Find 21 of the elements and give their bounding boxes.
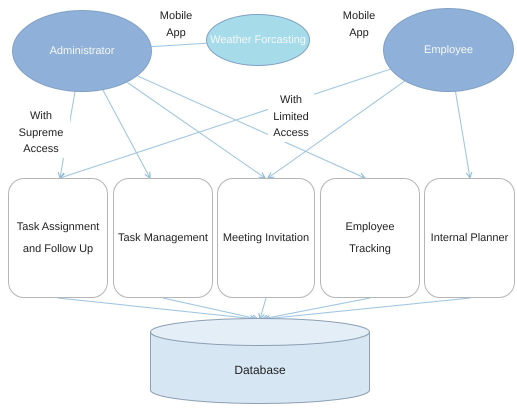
node-text: Employee Tracking <box>344 220 396 257</box>
module-box <box>8 178 108 298</box>
node-text: Task Management <box>118 231 208 246</box>
arrow <box>102 90 151 179</box>
node-text: Administrator <box>50 44 114 58</box>
node-text: Task Assignment and Follow Up <box>16 220 100 257</box>
node-text: Weather Forcasting <box>210 32 306 48</box>
node-text: Database <box>234 363 286 379</box>
node-text: Employee <box>424 42 473 58</box>
arrow <box>258 298 266 320</box>
module-box <box>424 178 515 298</box>
arrow <box>455 91 472 179</box>
module-box <box>113 178 213 298</box>
node-text: Meeting Invitation <box>222 231 310 246</box>
module-box <box>217 178 315 298</box>
arrow <box>137 75 366 179</box>
arrow <box>267 80 406 179</box>
module-box <box>320 178 420 298</box>
access-note: With Limited Access <box>268 92 314 142</box>
node-text: Internal Planner <box>430 231 508 246</box>
arrow <box>126 82 266 179</box>
